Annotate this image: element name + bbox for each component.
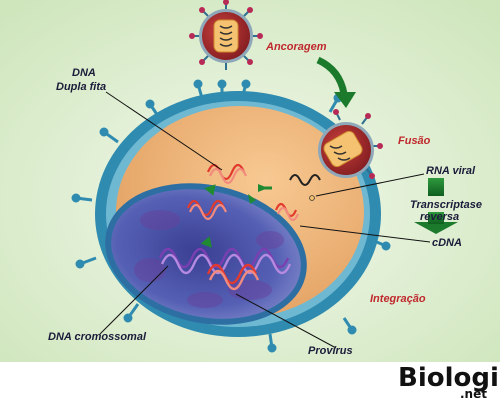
label-dupla-fita: Dupla fita <box>56 81 106 93</box>
logo-suffix: .net <box>460 387 487 400</box>
rna-pointer-dot <box>309 195 315 201</box>
process-arrows <box>200 184 272 248</box>
virus-fusion <box>318 109 383 179</box>
label-dna: DNA <box>72 67 96 79</box>
label-integracao: Integração <box>370 293 426 305</box>
cdna-strand <box>274 202 300 222</box>
label-fusao: Fusão <box>398 135 431 147</box>
label-cdna: cDNA <box>432 237 462 249</box>
nuclear-dsdna <box>186 199 228 221</box>
label-provirus: Provírus <box>308 345 353 357</box>
provirus-dna <box>206 263 260 291</box>
leader-lines <box>99 91 431 349</box>
label-dna-cromossomal: DNA cromossomal <box>48 331 147 343</box>
reverse-transcriptase-arrow <box>414 178 458 234</box>
anchoring-arrow <box>316 56 356 108</box>
chromosomal-dna <box>158 247 292 275</box>
viral-rna-strand <box>289 174 321 186</box>
biologia-logo: Biologia .net <box>398 363 500 400</box>
virus-anchoring <box>189 0 263 70</box>
label-rna-viral: RNA viral <box>426 165 476 177</box>
label-reversa: reversa <box>420 211 459 223</box>
logo-text: Biologia <box>398 363 500 393</box>
label-transcriptase: Transcriptase <box>410 199 482 211</box>
label-ancoragem: Ancoragem <box>265 41 327 53</box>
